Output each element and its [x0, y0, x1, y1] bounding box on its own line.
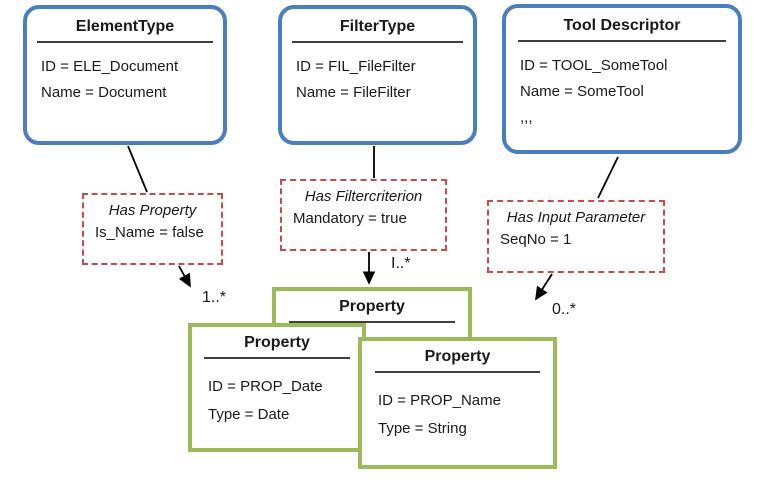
- line-tooldescriptor-to-hasinputparameter: [597, 156, 619, 199]
- title-divider: [375, 371, 540, 373]
- entity-attributes: ID = TOOL_SomeTool Name = SomeTool ,,,: [506, 42, 738, 131]
- attribute-line: ID = FIL_FileFilter: [296, 58, 416, 75]
- entity-title: FilterType: [339, 18, 416, 35]
- title-divider: [517, 40, 727, 42]
- attribute-line: ID = ELE_Document: [41, 58, 179, 75]
- relation-box-has-property: Has Property Is_Name = false: [82, 193, 223, 265]
- relation-attribute: SeqNo = 1: [500, 231, 572, 248]
- multiplicity-label-has-property: 1..*: [202, 289, 227, 306]
- relation-title: Has Filtercriterion: [304, 188, 423, 205]
- title-divider: [289, 321, 455, 323]
- attribute-line: Name = Document: [41, 84, 167, 101]
- multiplicity-label-has-filtercriterion: I..*: [391, 255, 411, 272]
- relation-attribute: Is_Name = false: [95, 224, 204, 241]
- entity-attributes: ID = ELE_Document Name = Document: [27, 43, 223, 106]
- entity-box-filtertype: FilterType ID = FIL_FileFilter Name = Fi…: [278, 5, 477, 145]
- entity-box-tool-descriptor: Tool Descriptor ID = TOOL_SomeTool Name …: [502, 4, 742, 154]
- entity-box-elementtype: ElementType ID = ELE_Document Name = Doc…: [23, 5, 227, 145]
- relation-title: Has Property: [108, 202, 197, 219]
- multiplicity-label-has-input-parameter: 0..*: [552, 301, 577, 318]
- entity-attributes: ID = FIL_FileFilter Name = FileFilter: [282, 43, 473, 106]
- property-title: Property: [424, 348, 491, 365]
- property-box-name: Property ID = PROP_Name Type = String: [358, 337, 557, 469]
- arrow-hasinputparameter-to-property: [535, 273, 553, 301]
- property-title: Property: [339, 298, 405, 315]
- attribute-line: Name = SomeTool: [520, 83, 644, 100]
- relation-attribute: Mandatory = true: [293, 210, 407, 227]
- entity-title: ElementType: [75, 18, 175, 35]
- property-attributes: ID = PROP_Date Type = Date: [192, 359, 362, 429]
- attribute-line: Type = Date: [208, 406, 290, 423]
- title-divider: [203, 357, 351, 359]
- attribute-line: Type = String: [378, 420, 467, 437]
- attribute-line: ID = PROP_Date: [208, 378, 323, 395]
- title-divider: [291, 41, 464, 43]
- property-attributes: ID = PROP_Name Type = String: [362, 373, 553, 443]
- attribute-line: ,,,: [520, 109, 533, 126]
- attribute-line: Name = FileFilter: [296, 84, 411, 101]
- relation-title: Has Input Parameter: [506, 209, 646, 226]
- relation-box-has-input-parameter: Has Input Parameter SeqNo = 1: [487, 200, 665, 273]
- property-box-date: Property ID = PROP_Date Type = Date: [188, 323, 366, 452]
- arrow-hasproperty-to-property: [178, 265, 191, 288]
- relation-box-has-filtercriterion: Has Filtercriterion Mandatory = true: [280, 179, 447, 251]
- attribute-line: ID = TOOL_SomeTool: [520, 57, 668, 74]
- line-elementtype-to-hasproperty: [127, 145, 148, 193]
- property-title: Property: [244, 334, 310, 351]
- title-divider: [36, 41, 214, 43]
- attribute-line: ID = PROP_Name: [378, 392, 501, 409]
- entity-title: Tool Descriptor: [563, 17, 681, 34]
